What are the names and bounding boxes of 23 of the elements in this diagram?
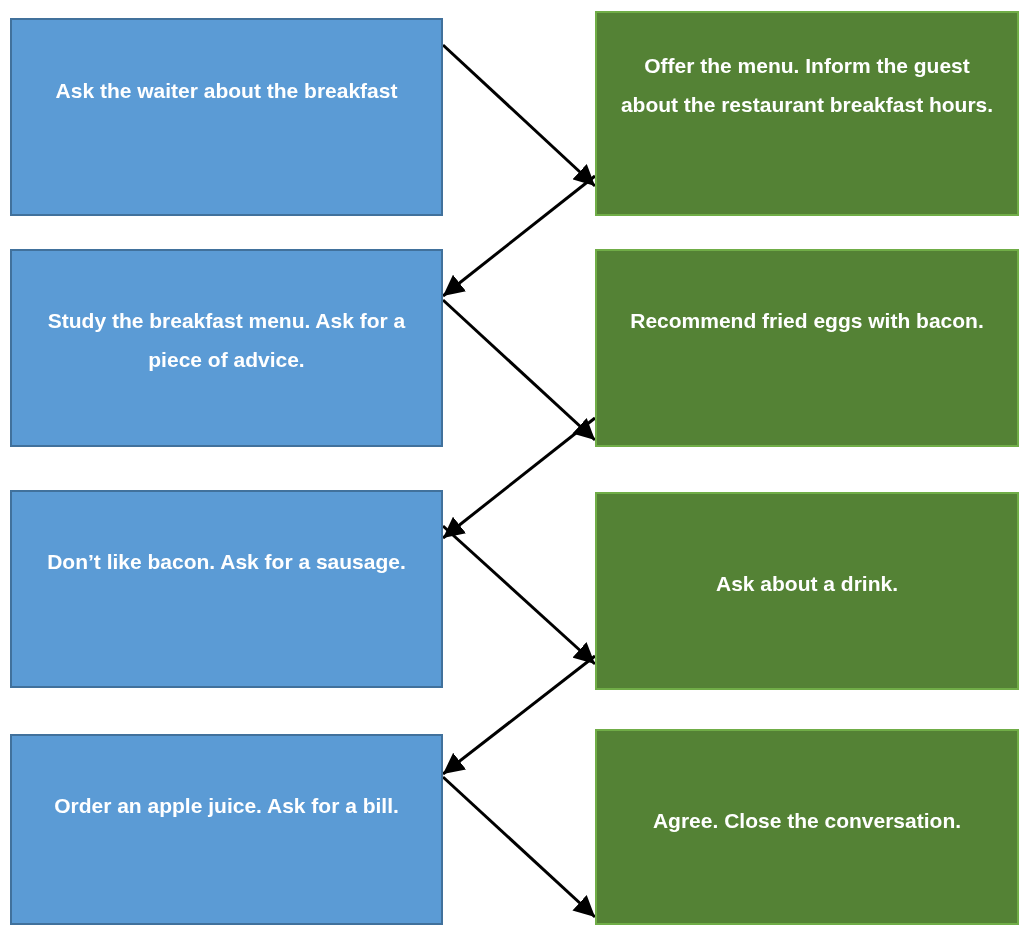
- waiter-step-box: [595, 249, 1019, 447]
- arrow: [442, 174, 596, 298]
- client-step-box: [10, 734, 443, 925]
- arrow: [442, 524, 596, 666]
- client-step-box: [10, 490, 443, 688]
- client-step-box: [10, 18, 443, 216]
- waiter-step-box: [595, 729, 1019, 925]
- client-step-box: [10, 249, 443, 447]
- step-text: Don’t like bacon. Ask for a sausage.: [46, 549, 407, 575]
- arrow: [442, 298, 596, 442]
- step-text: Offer the menu. Inform the guest about the restaurant breakfast hours.: [619, 53, 995, 118]
- step-text: Ask the waiter about the breakfast: [54, 78, 399, 104]
- arrow: [442, 416, 596, 540]
- arrow: [442, 43, 596, 188]
- step-text: Agree. Close the conversation.: [651, 808, 963, 834]
- step-text: Ask about a drink.: [714, 571, 899, 597]
- arrow: [442, 654, 596, 776]
- step-text: Recommend fried eggs with bacon.: [629, 308, 985, 334]
- arrow: [442, 775, 596, 919]
- step-text: Study the breakfast menu. Ask for a piece of advice.: [46, 308, 407, 373]
- waiter-step-box: [595, 492, 1019, 690]
- waiter-step-box: [595, 11, 1019, 216]
- step-text: Order an apple juice. Ask for a bill.: [53, 793, 400, 819]
